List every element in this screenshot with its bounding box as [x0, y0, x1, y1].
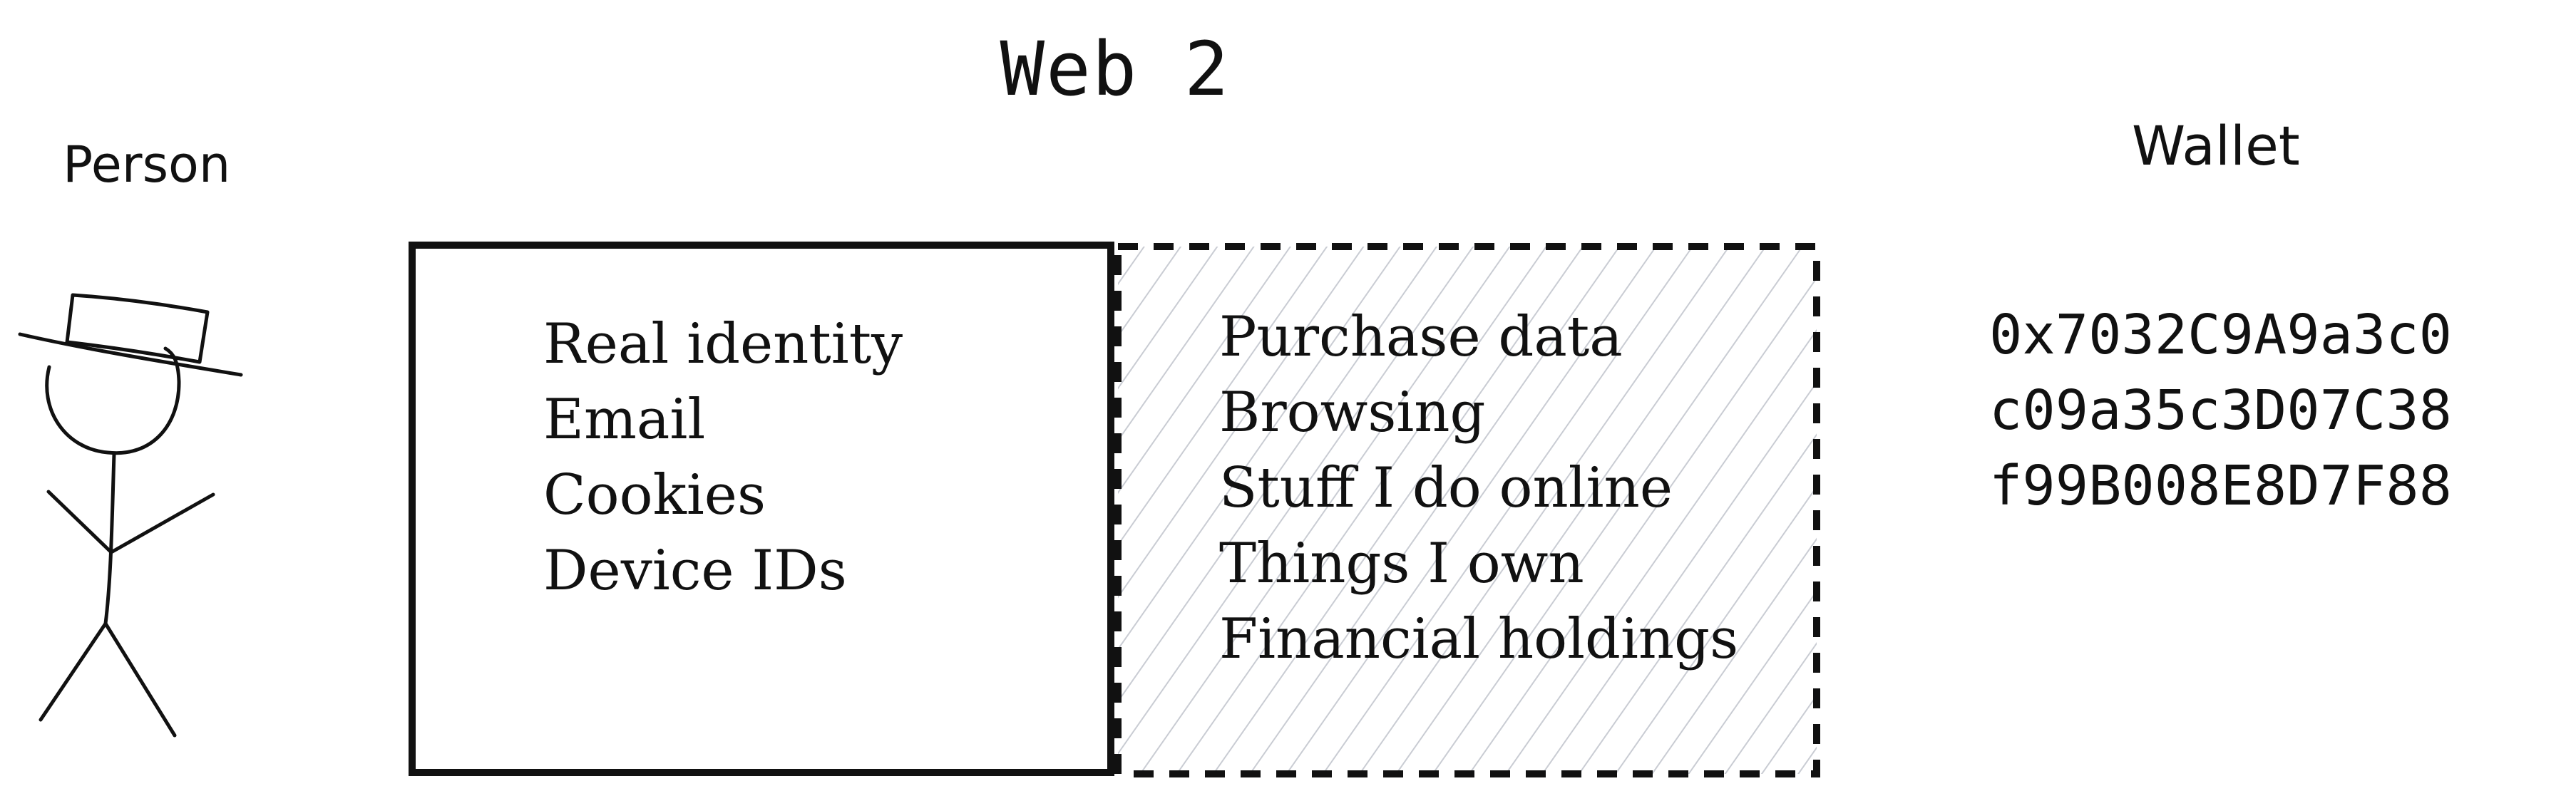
activity-item-browsing: Browsing: [1219, 381, 1486, 445]
activity-box-border: [1114, 243, 1820, 777]
arms: [46, 490, 215, 554]
identity-list: Real identity Email Cookies Device IDs: [543, 306, 903, 609]
person-figure: [18, 293, 243, 738]
identity-item-email: Email: [543, 388, 706, 452]
torso: [103, 452, 116, 626]
person-label: Person: [63, 135, 231, 194]
wallet-address-line: c09a35c3D07C38: [1989, 379, 2453, 443]
wallet-label: Wallet: [2132, 114, 2300, 177]
identity-item-cookies: Cookies: [543, 463, 766, 527]
identity-item-device-ids: Device IDs: [543, 539, 847, 603]
identity-box: [409, 242, 1114, 776]
wallet-address: 0x7032C9A9a3c0 c09a35c3D07C38 f99B008E8D…: [1989, 298, 2452, 524]
wallet-address-line: f99B008E8D7F88: [1989, 455, 2453, 518]
legs: [39, 621, 177, 738]
identity-item-real-identity: Real identity: [543, 312, 903, 376]
activity-item-financial-holdings: Financial holdings: [1219, 607, 1739, 671]
diagram-title: Web 2: [1000, 26, 1231, 113]
wallet-address-line: 0x7032C9A9a3c0: [1989, 304, 2453, 367]
activity-item-purchase-data: Purchase data: [1219, 305, 1623, 369]
activity-item-things-owned: Things I own: [1219, 532, 1584, 596]
activity-box-hatching: [1118, 247, 1817, 774]
head: [45, 346, 181, 455]
activity-box: [1114, 243, 1820, 777]
activity-item-stuff-online: Stuff I do online: [1219, 456, 1673, 520]
hat-brim: [18, 332, 243, 377]
activity-list: Purchase data Browsing Stuff I do online…: [1219, 299, 1738, 677]
hat-crown: [65, 293, 210, 364]
